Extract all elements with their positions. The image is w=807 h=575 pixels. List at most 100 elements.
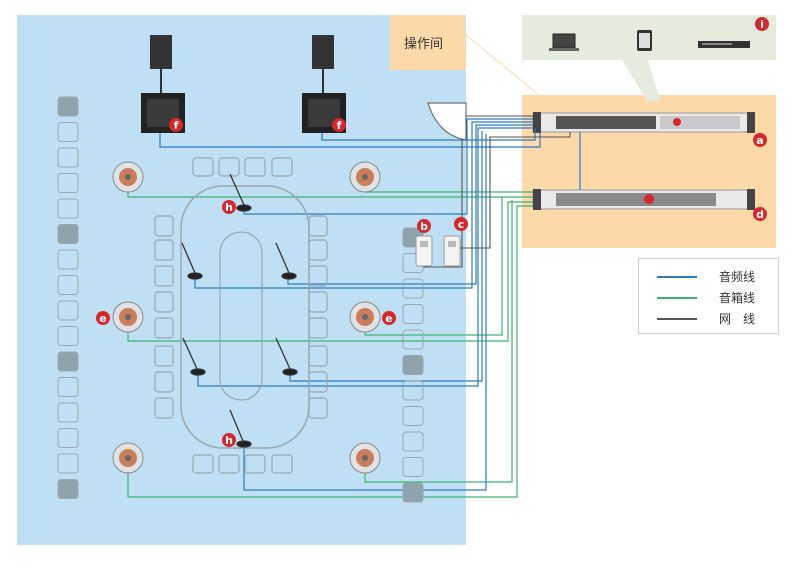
audience-seat	[57, 198, 79, 219]
audience-seat	[57, 300, 79, 321]
acoustic-panel	[57, 479, 79, 499]
legend-label: 音箱线	[719, 291, 756, 305]
legend-swatch	[657, 318, 697, 320]
chair-left	[154, 239, 174, 261]
chair-right	[308, 291, 328, 313]
badge-f-left: f	[169, 118, 183, 132]
svg-text:e: e	[99, 312, 106, 325]
audience-seat	[57, 122, 79, 142]
svg-text:b: b	[420, 220, 428, 233]
acoustic-panel	[57, 351, 79, 372]
legend-swatch	[657, 297, 697, 299]
svg-text:e: e	[385, 312, 392, 325]
chair-top	[192, 157, 214, 177]
acoustic-panel	[402, 355, 424, 375]
svg-text:d: d	[756, 208, 764, 221]
audience-seat	[57, 402, 79, 423]
legend-item-audio: 音频线	[639, 267, 780, 287]
acoustic-panel	[57, 224, 79, 244]
badge-d: d	[753, 207, 767, 221]
badge-b: b	[417, 219, 431, 233]
chair-top	[244, 157, 266, 177]
svg-text:a: a	[756, 134, 763, 147]
audience-seat	[57, 173, 79, 193]
svg-text:f: f	[174, 119, 179, 132]
chair-right	[308, 317, 328, 339]
badge-h-bottom: h	[222, 433, 236, 447]
chair-bottom	[192, 454, 214, 474]
badge-c: c	[454, 217, 468, 231]
chair-bottom	[218, 454, 240, 474]
audience-seat	[57, 326, 79, 346]
wall-panel-devices	[415, 235, 461, 267]
badge-e-left: e	[96, 311, 110, 325]
badge-i: i	[755, 17, 769, 31]
legend-label: 音频线	[719, 270, 756, 284]
audience-seat	[402, 431, 424, 452]
audience-seat	[402, 329, 424, 350]
chair-top	[218, 157, 240, 177]
control-room-label: 操作间	[404, 37, 444, 52]
conference-room-area	[17, 15, 466, 545]
conference-table	[180, 185, 310, 449]
chair-right	[308, 265, 328, 287]
ceiling-speakers	[112, 161, 381, 474]
chair-left	[154, 317, 174, 339]
chair-bottom	[244, 454, 266, 474]
audience-seat	[57, 428, 79, 448]
audience-seat	[57, 275, 79, 295]
audio-lines	[159, 118, 581, 491]
svg-text:i: i	[760, 18, 764, 31]
tablet-icon	[637, 30, 652, 51]
stage-corner	[427, 102, 467, 141]
badge-e-right: e	[382, 311, 396, 325]
chair-right	[308, 397, 328, 419]
chair-right	[308, 215, 328, 237]
audience-seat	[57, 147, 79, 168]
audience-seat	[57, 249, 79, 270]
audience-seat	[57, 453, 79, 474]
laptop-icon	[549, 33, 579, 51]
audience-seat	[57, 377, 79, 397]
chair-left	[154, 291, 174, 313]
legend: 音频线 音箱线 网 线	[638, 258, 779, 334]
audience-seat	[402, 457, 424, 477]
chair-top	[271, 157, 293, 177]
audience-seat	[402, 304, 424, 324]
audience-seat	[402, 406, 424, 426]
badges: a b c d e e f f h h i	[96, 17, 769, 447]
legend-item-network: 网 线	[639, 309, 780, 329]
acoustic-panel	[402, 482, 424, 503]
recorder-icon	[698, 41, 750, 48]
badge-f-right: f	[332, 118, 346, 132]
speaker-cabinet-right	[302, 35, 346, 133]
badge-h-top: h	[222, 200, 236, 214]
audio-processor-device	[532, 112, 755, 133]
svg-text:h: h	[225, 201, 233, 214]
badge-a: a	[753, 133, 767, 147]
gooseneck-microphones	[181, 173, 298, 448]
audience-seat	[402, 278, 424, 299]
chairs	[154, 157, 328, 474]
chair-right	[308, 345, 328, 367]
chair-left	[154, 345, 174, 367]
legend-item-speaker: 音箱线	[639, 288, 780, 308]
chair-left	[154, 265, 174, 287]
amplifier-device	[532, 189, 755, 210]
chair-left	[154, 371, 174, 393]
chair-bottom	[271, 454, 293, 474]
audience-seats	[57, 96, 424, 503]
chair-right	[308, 371, 328, 393]
chair-right	[308, 239, 328, 261]
svg-text:c: c	[458, 218, 465, 231]
audience-seat	[402, 380, 424, 401]
svg-text:h: h	[225, 434, 233, 447]
speaker-cabinet-left	[141, 35, 185, 133]
legend-swatch	[657, 276, 697, 278]
chair-left	[154, 397, 174, 419]
svg-text:f: f	[337, 119, 342, 132]
chair-left	[154, 215, 174, 237]
legend-label: 网 线	[719, 312, 756, 326]
acoustic-panel	[57, 96, 79, 117]
